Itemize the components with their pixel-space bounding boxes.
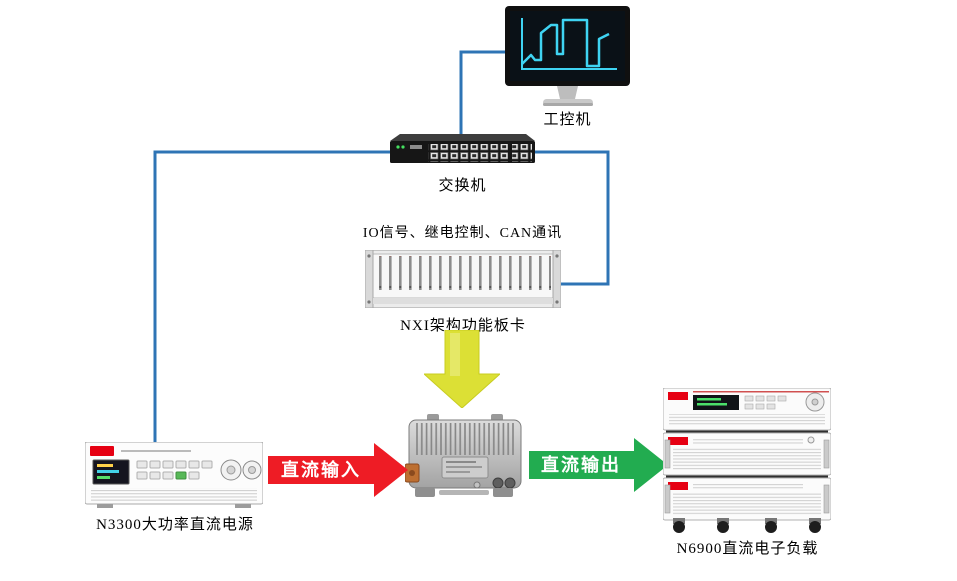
monitor-icon [505,6,630,106]
industrial-pc [505,6,630,108]
n6900-electronic-load [663,388,831,534]
nxi-chassis [365,250,561,308]
n3300-power-supply [85,442,263,508]
wire-switch-nxi [534,150,610,286]
wire-ipc-switch [459,50,505,136]
n3300-label: N3300大功率直流电源 [96,517,254,533]
switch-icon [390,134,535,163]
right-arrow-icon: 直流输入 [268,443,408,497]
dut-converter [405,412,525,504]
dc-input-arrow: 直流输入 [268,443,408,497]
dc-output-arrow: 直流输出 [529,438,668,492]
right-arrow-icon: 直流输出 [529,438,668,492]
ipc-label: 工控机 [543,112,592,128]
ethernet-switch [390,134,535,166]
power-supply-icon [85,442,263,508]
card-chassis-icon [365,250,561,308]
electronic-load-icon [663,388,831,533]
dc-input-label: 直流输入 [281,459,361,480]
control-arrow [424,330,500,408]
converter-icon [405,414,522,497]
n6900-label: N6900直流电子负载 [676,541,819,557]
down-arrow-icon [424,330,500,408]
switch-label: 交换机 [438,178,487,194]
nxi-label: NXI架构功能板卡 [400,318,526,334]
dc-output-label: 直流输出 [541,454,621,475]
nxi-caption: IO信号、继电控制、CAN通讯 [362,226,563,241]
wire-switch-n3300 [153,150,392,444]
